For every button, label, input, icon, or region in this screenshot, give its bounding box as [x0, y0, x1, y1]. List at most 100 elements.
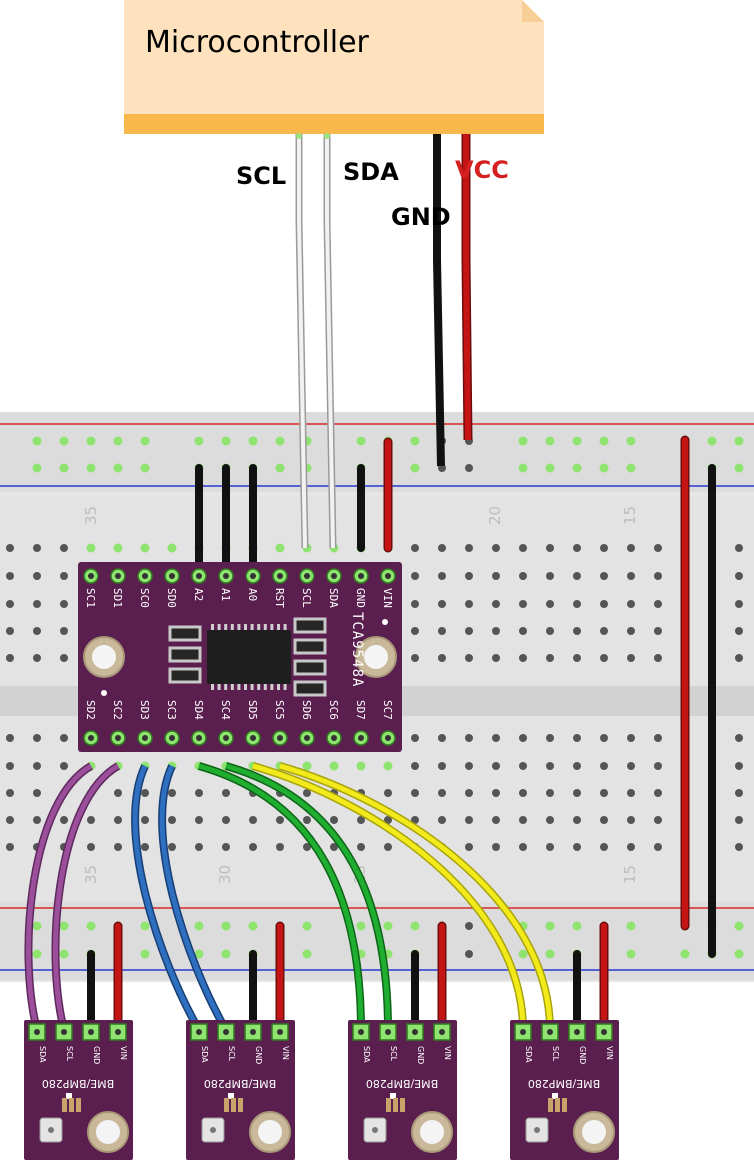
mux-pin-hole: [88, 573, 94, 579]
sensor-pin-hole: [358, 1029, 364, 1035]
terminal-hole: [735, 734, 743, 742]
active-hole: [194, 436, 204, 446]
mux-pin-hole: [331, 573, 337, 579]
sensor-pin-hole: [439, 1029, 445, 1035]
terminal-hole: [33, 734, 41, 742]
active-hole: [221, 921, 231, 931]
mux-pin-label: SC1: [84, 588, 97, 608]
terminal-hole: [195, 789, 203, 797]
mux-pin1-dot: [101, 690, 107, 696]
active-hole: [248, 436, 258, 446]
terminal-hole: [573, 734, 581, 742]
mux-smd-parts: [168, 617, 327, 697]
terminal-hole: [492, 600, 500, 608]
active-hole: [410, 436, 420, 446]
active-hole: [356, 436, 366, 446]
sensor-i2c-wire: [52, 763, 120, 1031]
terminal-hole: [6, 762, 14, 770]
mux-pin-hole: [88, 735, 94, 741]
sensor-mount-hole-inner: [582, 1120, 606, 1144]
gnd-wire: [433, 134, 445, 467]
terminal-hole: [6, 789, 14, 797]
terminal-hole: [600, 789, 608, 797]
terminal-hole: [195, 816, 203, 824]
scl-pin-end: [296, 133, 302, 139]
terminal-hole: [519, 627, 527, 635]
sensor-smd: [562, 1098, 567, 1112]
mux-pin-label: SD0: [165, 588, 178, 608]
sensor-chip-port: [534, 1127, 540, 1133]
active-hole: [410, 921, 420, 931]
active-hole: [626, 921, 636, 931]
terminal-hole: [735, 654, 743, 662]
terminal-hole: [6, 627, 14, 635]
active-hole: [518, 463, 528, 473]
terminal-hole: [573, 789, 581, 797]
mux-pin-hole: [115, 735, 121, 741]
active-hole: [572, 436, 582, 446]
terminal-hole: [600, 600, 608, 608]
terminal-hole: [411, 572, 419, 580]
sensor-pin-label: SCL: [65, 1046, 74, 1062]
mux-pin-label: RST: [273, 588, 286, 608]
vcc-wire: [463, 134, 471, 441]
terminal-hole: [519, 544, 527, 552]
active-hole: [518, 436, 528, 446]
active-hole: [356, 761, 366, 771]
sensor-pin-hole: [547, 1029, 553, 1035]
terminal-hole: [654, 654, 662, 662]
active-hole: [545, 949, 555, 959]
terminal-hole: [438, 627, 446, 635]
active-hole: [59, 921, 69, 931]
terminal-hole: [573, 843, 581, 851]
terminal-hole: [411, 789, 419, 797]
column-number-20-top: 20: [486, 506, 504, 525]
bus-wires: [295, 133, 473, 549]
sensor-pin-label: GND: [254, 1046, 263, 1064]
active-hole: [140, 543, 150, 553]
terminal-hole: [465, 734, 473, 742]
sensor-pin-label: VIN: [281, 1046, 290, 1060]
terminal-hole: [735, 762, 743, 770]
mux-pin-hole: [385, 573, 391, 579]
terminal-hole: [600, 762, 608, 770]
terminal-hole: [60, 572, 68, 580]
rail-hole: [465, 950, 473, 958]
microcontroller-corner-fold: [522, 0, 544, 22]
terminal-hole: [438, 816, 446, 824]
terminal-hole: [114, 816, 122, 824]
sensor-i2c-wire: [279, 763, 553, 1031]
mux-pin-label: SC5: [273, 700, 286, 720]
terminal-hole: [627, 734, 635, 742]
terminal-hole: [6, 544, 14, 552]
terminal-hole: [627, 762, 635, 770]
terminal-hole: [492, 572, 500, 580]
sensor-pin-hole: [520, 1029, 526, 1035]
terminal-hole: [465, 600, 473, 608]
terminal-hole: [546, 654, 554, 662]
mux-pin-label: SD2: [84, 700, 97, 720]
mux-pin-label: SD1: [111, 588, 124, 608]
terminal-hole: [519, 654, 527, 662]
active-hole: [545, 436, 555, 446]
mux-pin-label: SD4: [192, 700, 205, 720]
sensor-marker: [552, 1093, 558, 1099]
mux-pin-hole: [223, 735, 229, 741]
terminal-hole: [654, 789, 662, 797]
terminal-hole: [357, 843, 365, 851]
active-hole: [221, 949, 231, 959]
terminal-hole: [60, 627, 68, 635]
mux-pin-label: SDA: [327, 588, 340, 608]
terminal-hole: [465, 816, 473, 824]
terminal-hole: [411, 654, 419, 662]
mux-chip-name: TCA9548A: [349, 612, 365, 687]
sensor-smd: [69, 1098, 74, 1112]
mux-pin-hole: [169, 573, 175, 579]
active-hole: [32, 949, 42, 959]
terminal-hole: [465, 572, 473, 580]
active-hole: [113, 463, 123, 473]
sensor-wires: [24, 762, 609, 1035]
mux-pin-label: GND: [354, 588, 367, 608]
